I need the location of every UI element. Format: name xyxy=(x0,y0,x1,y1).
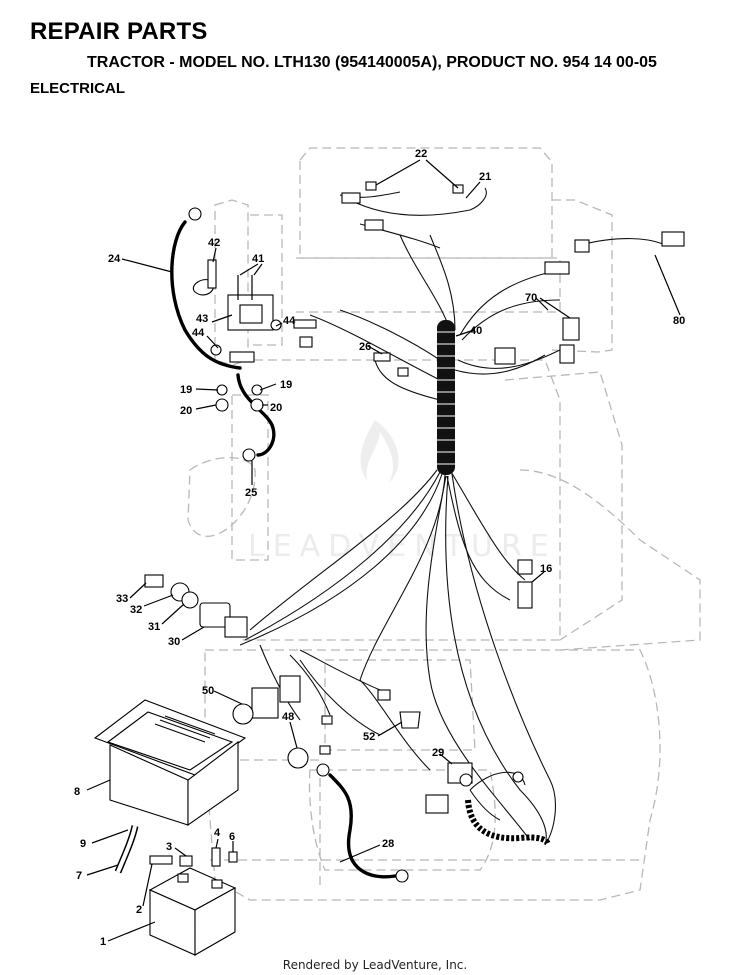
callout-44-right: 44 xyxy=(283,315,296,327)
cable-28 xyxy=(328,773,397,879)
callout-48: 48 xyxy=(282,711,294,723)
ignition-switch-group xyxy=(144,574,248,638)
callout-40: 40 xyxy=(470,325,482,337)
callout-29: 29 xyxy=(432,747,444,759)
boot-6 xyxy=(228,851,238,863)
battery-1 xyxy=(148,867,237,956)
watermark-text: LEADVENTURE xyxy=(248,529,557,564)
callout-24: 24 xyxy=(108,253,121,265)
harness-sleeve-part-40 xyxy=(437,320,455,475)
bulb-48 xyxy=(287,747,309,769)
misc-connectors xyxy=(293,319,533,609)
cable-24-terminal xyxy=(188,207,202,221)
callout-2: 2 xyxy=(136,904,142,916)
battery-box-8 xyxy=(93,699,247,827)
callout-44-left: 44 xyxy=(192,327,205,339)
callout-22: 22 xyxy=(415,148,427,160)
callout-8: 8 xyxy=(74,786,80,798)
callout-26: 26 xyxy=(359,341,371,353)
callout-43: 43 xyxy=(196,313,208,325)
cable-28-terminal xyxy=(316,763,330,777)
callout-21: 21 xyxy=(479,171,491,183)
callout-1: 1 xyxy=(100,936,106,948)
callout-7: 7 xyxy=(76,870,82,882)
page-title: REPAIR PARTS xyxy=(30,18,208,45)
callout-numbers: 22 21 24 42 41 43 44 44 19 20 19 20 25 2… xyxy=(74,148,685,948)
callout-20-left: 20 xyxy=(180,405,192,417)
battery-cables xyxy=(170,207,409,883)
cable-25 xyxy=(236,373,276,457)
callout-70: 70 xyxy=(525,292,537,304)
callout-32: 32 xyxy=(130,604,142,616)
callout-41: 41 xyxy=(252,253,264,265)
cable-24 xyxy=(170,220,242,370)
headlight-connectors xyxy=(341,181,464,231)
tractor-outline-ghost xyxy=(187,147,701,901)
starter-solenoid xyxy=(192,259,282,412)
seat-switch-connectors xyxy=(494,231,685,365)
terminal-3 xyxy=(179,855,193,867)
leader-lines xyxy=(86,159,681,942)
callout-20-right: 20 xyxy=(270,402,282,414)
callout-19-left: 19 xyxy=(180,384,192,396)
section-heading: ELECTRICAL xyxy=(30,80,125,97)
callout-52: 52 xyxy=(363,731,375,743)
callout-80: 80 xyxy=(673,315,685,327)
callout-28: 28 xyxy=(382,838,394,850)
bezel-31 xyxy=(181,591,199,609)
callout-4: 4 xyxy=(214,827,221,839)
callout-9: 9 xyxy=(80,838,86,850)
ignition-switch-30 xyxy=(199,602,231,628)
callout-33: 33 xyxy=(116,593,128,605)
callout-50: 50 xyxy=(202,685,214,697)
key-33 xyxy=(144,574,164,588)
coiled-cable xyxy=(465,799,551,846)
watermark: LEADVENTURE xyxy=(248,420,557,564)
callout-25: 25 xyxy=(245,487,257,499)
switches xyxy=(232,675,421,769)
cable-28-end-terminal xyxy=(395,869,409,883)
callout-19-right: 19 xyxy=(280,379,292,391)
callout-6: 6 xyxy=(229,831,235,843)
rendered-by-footer: Rendered by LeadVenture, Inc. xyxy=(282,958,468,972)
cable-25-terminal xyxy=(242,448,256,462)
callout-3: 3 xyxy=(166,841,172,853)
callout-30: 30 xyxy=(168,636,180,648)
main-wire-harness xyxy=(239,187,666,846)
switch-50 xyxy=(251,687,279,719)
nut-4 xyxy=(211,847,221,867)
battery-hardware xyxy=(114,825,238,874)
callout-42: 42 xyxy=(208,237,220,249)
callout-31: 31 xyxy=(148,621,160,633)
bolt-2 xyxy=(149,855,173,865)
model-subtitle: TRACTOR - MODEL NO. LTH130 (954140005A),… xyxy=(87,54,657,71)
pto-switch-29 xyxy=(425,762,524,814)
connector-52 xyxy=(399,711,421,729)
callout-16: 16 xyxy=(540,563,552,575)
